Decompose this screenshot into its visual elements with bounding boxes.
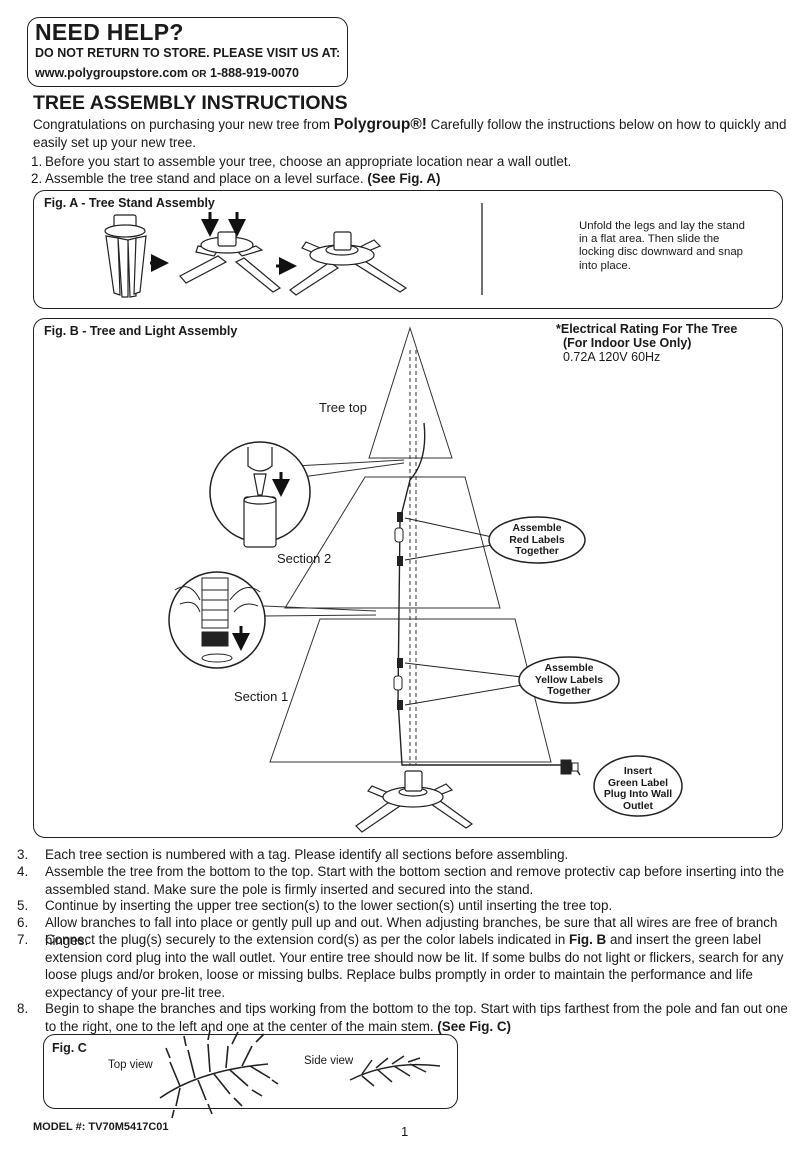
page-title: TREE ASSEMBLY INSTRUCTIONS bbox=[33, 92, 348, 114]
step-number: 7. bbox=[17, 932, 29, 947]
page-number: 1 bbox=[401, 1124, 409, 1139]
step-number: 5. bbox=[17, 898, 29, 913]
step-text: Continue by inserting the upper tree sec… bbox=[45, 898, 613, 913]
callout-line: Assemble bbox=[512, 523, 562, 534]
intro-pre: Congratulations on purchasing your new t… bbox=[33, 117, 334, 132]
red-labels-callout-bubble bbox=[488, 516, 586, 564]
electrical-rating: *Electrical Rating For The Tree (For Ind… bbox=[556, 322, 737, 364]
callout-line: Outlet bbox=[622, 800, 653, 812]
callout-line: Assemble bbox=[544, 663, 594, 674]
step-3: 3. Each tree section is numbered with a t… bbox=[17, 846, 791, 864]
fig-a-caption: Unfold the legs and lay the stand in a f… bbox=[579, 220, 745, 272]
label-tree-top: Tree top bbox=[319, 400, 367, 415]
fig-b-title: Fig. B - Tree and Light Assembly bbox=[44, 324, 238, 338]
fig-c-panel bbox=[43, 1034, 458, 1109]
folded-stand-drawing bbox=[104, 214, 147, 298]
model-number: MODEL #: TV70M5417C01 bbox=[33, 1121, 169, 1133]
callout-line: Together bbox=[515, 546, 559, 557]
step-number: 4. bbox=[17, 864, 29, 879]
callout-line: Together bbox=[547, 686, 591, 697]
green-label-callout: Insert Green Label Plug Into Wall Outlet bbox=[594, 766, 682, 812]
step-text: Assemble the tree stand and place on a l… bbox=[45, 171, 368, 186]
label-section-2: Section 2 bbox=[277, 551, 332, 566]
callout-line: Green Label bbox=[607, 777, 669, 789]
help-contact: www.polygroupstore.com OR 1-888-919-0070 bbox=[35, 66, 299, 80]
callout-line: Insert bbox=[623, 766, 653, 777]
step-number: 3. bbox=[17, 847, 29, 862]
red-labels-callout: Assemble Red Labels Together bbox=[490, 523, 584, 558]
tree-section-1 bbox=[269, 618, 552, 763]
step-8: 8. Begin to shape the branches and tips w… bbox=[17, 1000, 791, 1035]
help-url[interactable]: www.polygroupstore.com bbox=[35, 66, 189, 80]
tree-stand-drawing bbox=[355, 770, 474, 833]
step-number: 2. bbox=[31, 171, 43, 186]
step-text: Connect the plug(s) securely to the exte… bbox=[45, 932, 570, 947]
elec-value: 0.72A 120V 60Hz bbox=[563, 350, 661, 364]
tree-outline bbox=[269, 326, 552, 763]
tree-section-2 bbox=[284, 476, 501, 609]
step-7: 7. Connect the plug(s) securely to the ex… bbox=[17, 931, 791, 1001]
step-ref: (See Fig. C) bbox=[437, 1018, 511, 1034]
assembled-stand-drawing bbox=[289, 231, 408, 296]
fig-c-title: Fig. C bbox=[52, 1041, 87, 1055]
callout-line: Red Labels bbox=[509, 534, 565, 546]
help-instruction: DO NOT RETURN TO STORE. PLEASE VISIT US … bbox=[35, 46, 341, 60]
step-ref: Fig. B bbox=[569, 932, 607, 947]
step-5: 5. Continue by inserting the upper tree s… bbox=[17, 897, 791, 915]
callout-line: Plug Into Wall bbox=[603, 789, 673, 800]
light-wire bbox=[397, 422, 560, 766]
side-view-branch-drawing bbox=[349, 1055, 441, 1087]
intro-brand: Polygroup®! bbox=[333, 116, 427, 133]
help-title: NEED HELP? bbox=[35, 19, 184, 45]
step-text: Begin to shape the branches and tips wor… bbox=[45, 1001, 788, 1034]
side-view-label: Side view bbox=[304, 1055, 354, 1067]
plug-icon bbox=[560, 759, 572, 775]
elec-title-2: (For Indoor Use Only) bbox=[563, 336, 692, 350]
step-text: Each tree section is numbered with a tag… bbox=[45, 847, 569, 862]
yellow-labels-callout: Assemble Yellow Labels Together bbox=[519, 663, 619, 698]
stand-disc-drawing bbox=[179, 231, 282, 293]
step-text: Before you start to assemble your tree, … bbox=[45, 154, 572, 169]
step-number: 6. bbox=[17, 915, 29, 930]
top-view-branch-drawing bbox=[159, 1029, 279, 1119]
step-text: Assemble the tree from the bottom to the… bbox=[45, 864, 785, 897]
step-text-continued: and insert the green label extension cor… bbox=[45, 932, 784, 1000]
step-1: 1.Before you start to assemble your tree… bbox=[31, 153, 791, 171]
step-2: 2.Assemble the tree stand and place on a… bbox=[31, 170, 791, 188]
top-view-label: Top view bbox=[108, 1059, 153, 1071]
yellow-labels-callout-bubble bbox=[518, 656, 620, 704]
intro-paragraph: Congratulations on purchasing your new t… bbox=[33, 116, 788, 151]
elec-title-1: *Electrical Rating For The Tree bbox=[556, 322, 738, 336]
step-ref: (See Fig. A) bbox=[367, 171, 441, 186]
fig-a-title: Fig. A - Tree Stand Assembly bbox=[44, 196, 215, 210]
fig-a-panel bbox=[33, 190, 783, 309]
step-6: 6. Allow branches to fall into place or g… bbox=[17, 914, 791, 949]
help-or: OR bbox=[191, 69, 207, 80]
step-number: 1. bbox=[31, 154, 43, 169]
label-section-1: Section 1 bbox=[234, 689, 289, 704]
green-label-callout-bubble bbox=[593, 755, 683, 817]
step-4: 4. Assemble the tree from the bottom to t… bbox=[17, 863, 791, 898]
fig-b-panel bbox=[33, 318, 783, 838]
callout-line: Yellow Labels bbox=[534, 674, 604, 686]
help-box bbox=[27, 17, 348, 87]
intro-post: Carefully follow the instructions below … bbox=[33, 117, 787, 150]
step-text: Allow branches to fall into place or gen… bbox=[45, 915, 778, 948]
help-phone: 1-888-919-0070 bbox=[210, 66, 299, 80]
step-number: 8. bbox=[17, 1001, 29, 1016]
